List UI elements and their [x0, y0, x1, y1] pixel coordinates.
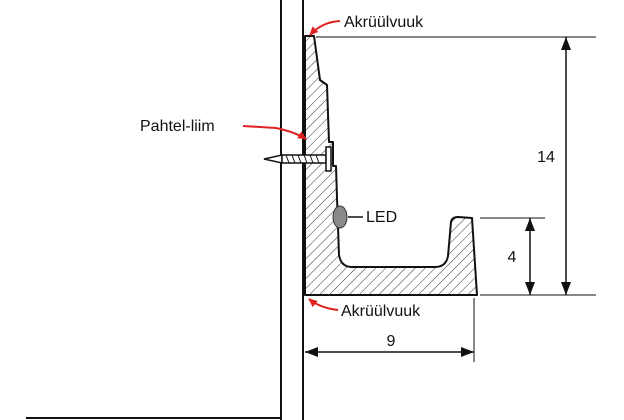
- leader-arrow-filler: [242, 125, 307, 140]
- label-bottom-acrylic-joint: Akrüülvuuk: [341, 303, 421, 320]
- dimension-lip-height: [480, 217, 545, 295]
- cornice-profile: [304, 35, 478, 296]
- label-filler-adhesive: Pahtel-liim: [140, 118, 215, 135]
- dimension-width-value: 9: [387, 333, 396, 350]
- dimension-width: [305, 298, 475, 362]
- label-top-acrylic-joint: Akrüülvuuk: [344, 14, 424, 31]
- leader-arrow-bottom-joint: [308, 298, 339, 311]
- dimension-lip-height-value: 4: [508, 249, 517, 266]
- dimension-total-height: [316, 36, 596, 296]
- wall: [26, 0, 304, 420]
- dimension-total-height-value: 14: [537, 149, 555, 166]
- led-strip: [332, 205, 348, 229]
- label-led: LED: [366, 209, 397, 226]
- leader-arrow-top-joint: [309, 20, 341, 36]
- screw: [263, 146, 332, 172]
